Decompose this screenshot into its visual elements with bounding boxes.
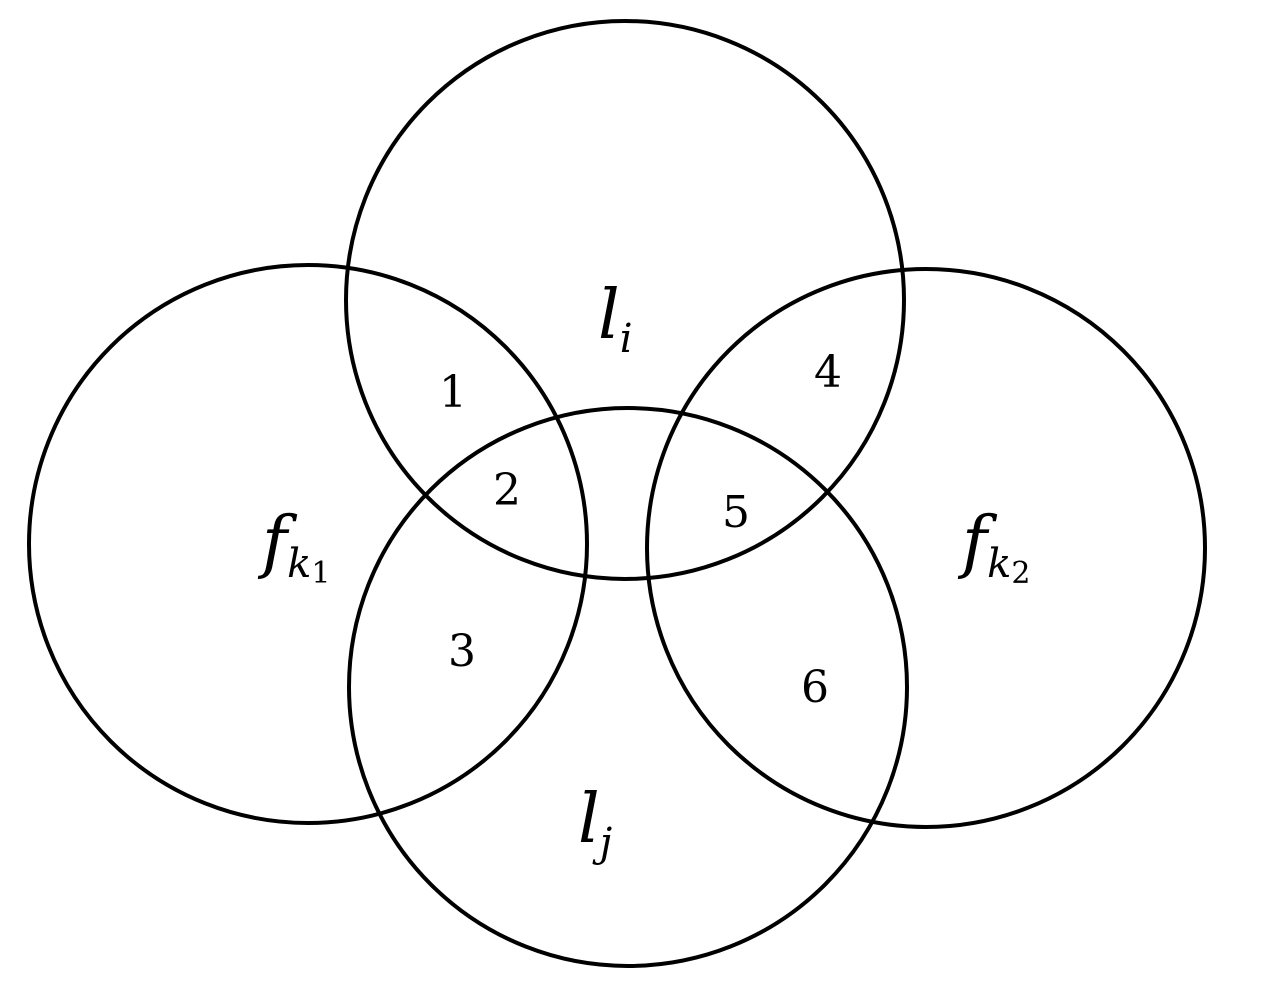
set-label-fk2-sub: k xyxy=(987,541,1011,587)
set-label-li: li xyxy=(598,276,633,362)
circle-fk2 xyxy=(645,267,1207,829)
set-label-lj-base: l xyxy=(578,780,600,859)
circle-li xyxy=(344,19,906,581)
set-label-li-sub: i xyxy=(620,316,633,362)
region-label-3: 3 xyxy=(448,626,476,677)
region-label-2: 2 xyxy=(493,465,521,516)
set-label-fk2-subsub: 2 xyxy=(1011,556,1030,591)
circle-lj xyxy=(347,406,909,968)
region-label-4: 4 xyxy=(814,347,842,398)
region-label-1: 1 xyxy=(439,367,467,418)
set-label-lj: lj xyxy=(578,780,612,866)
set-label-fk1-sub: k xyxy=(287,541,311,587)
region-label-6: 6 xyxy=(801,662,829,713)
circle-fk1 xyxy=(27,263,589,825)
set-label-fk1: fk1 xyxy=(257,503,331,591)
set-label-fk2: fk2 xyxy=(957,503,1031,591)
set-label-fk1-subsub: 1 xyxy=(311,556,330,591)
region-label-5: 5 xyxy=(722,487,750,538)
set-label-li-base: l xyxy=(598,276,620,355)
